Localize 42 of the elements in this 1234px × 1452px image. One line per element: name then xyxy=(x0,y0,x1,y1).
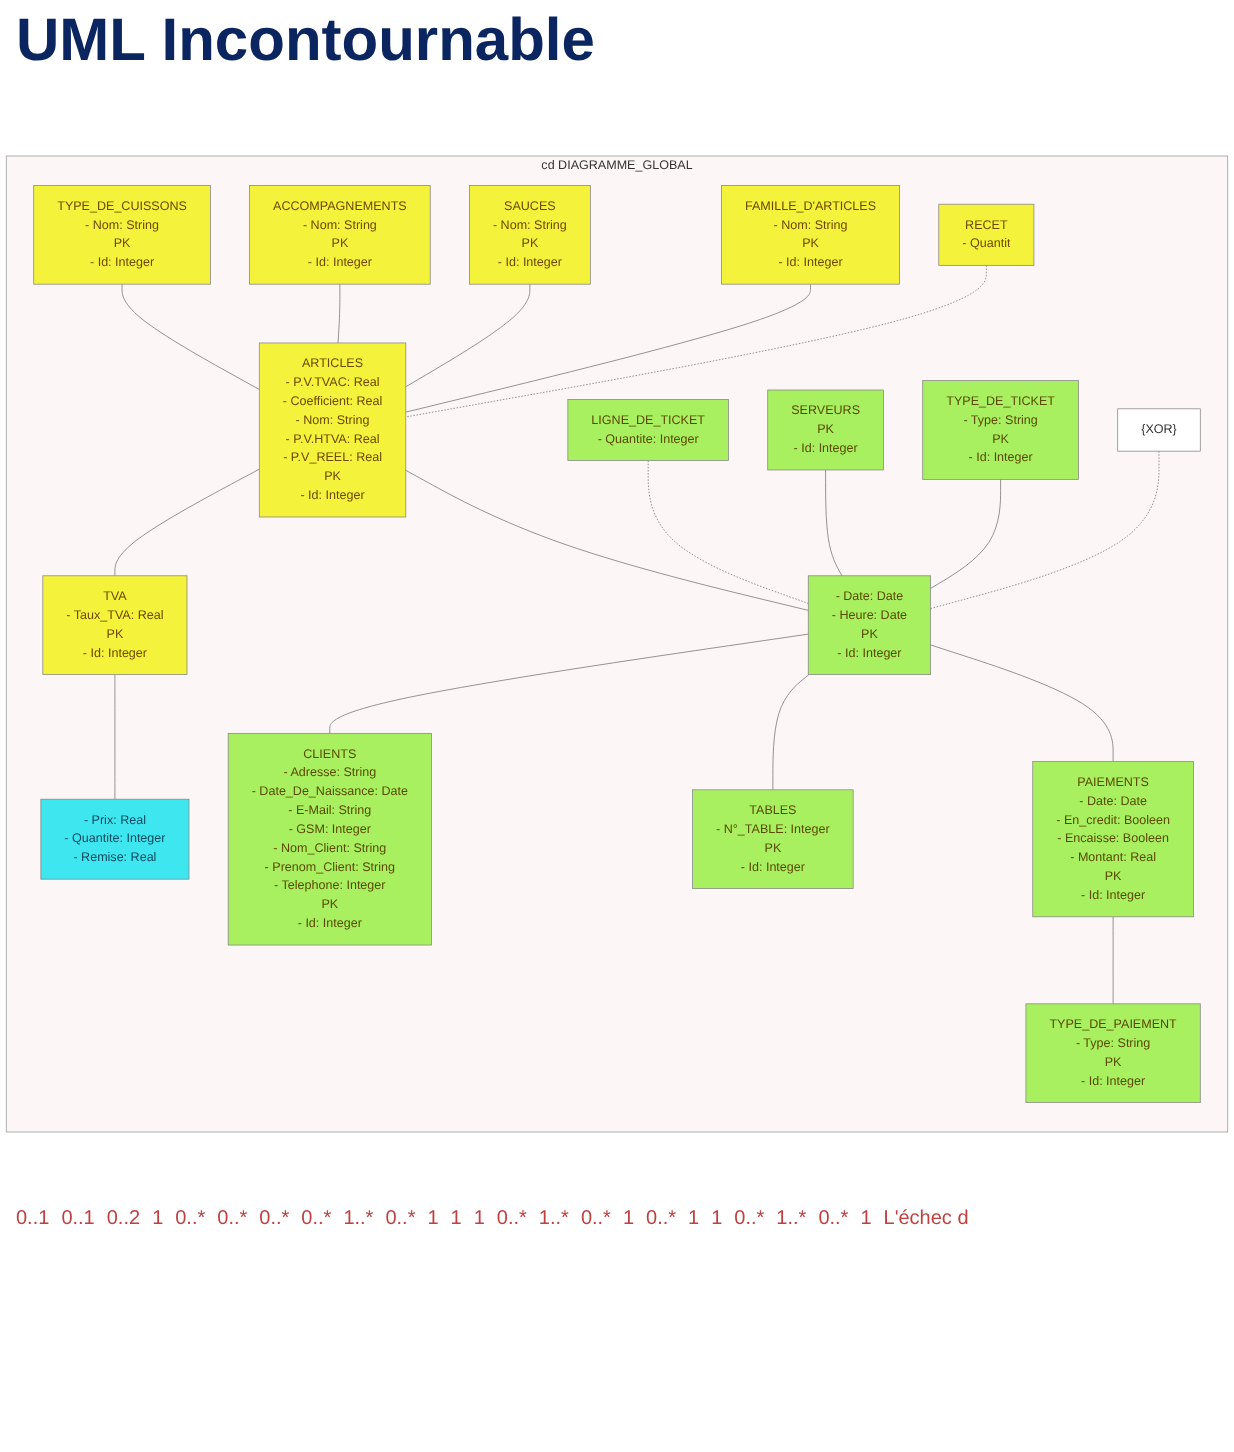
note-label: 1..* xyxy=(538,1208,569,1230)
note-label: 0..* xyxy=(259,1208,290,1230)
note-label: 1 xyxy=(860,1208,872,1230)
note-label: 0..* xyxy=(646,1208,677,1230)
note-label: 0..* xyxy=(217,1208,248,1230)
connector xyxy=(825,469,843,577)
note-label: 1 xyxy=(473,1208,485,1230)
connector xyxy=(329,633,809,734)
note-label: L'échec d xyxy=(883,1208,969,1230)
note-label: 0..2 xyxy=(106,1208,141,1230)
connector xyxy=(930,450,1160,609)
connector xyxy=(405,264,987,418)
connector xyxy=(114,468,260,577)
connector xyxy=(405,283,811,413)
connector xyxy=(1112,916,1114,1005)
note-label: 1 xyxy=(622,1208,635,1230)
note-label: 0..1 xyxy=(16,1208,50,1230)
connector xyxy=(114,674,116,800)
note-label: 1 xyxy=(450,1208,462,1230)
note-label: 1..* xyxy=(776,1208,807,1230)
connector xyxy=(647,460,809,604)
connector xyxy=(772,674,810,791)
note-label: 0..* xyxy=(175,1208,206,1230)
connector xyxy=(930,644,1114,762)
connector xyxy=(405,469,809,611)
connector xyxy=(121,283,260,390)
connector xyxy=(930,479,1001,589)
note-label: 0..* xyxy=(818,1208,849,1230)
note-label: 0..1 xyxy=(61,1208,95,1230)
note-label: 0..* xyxy=(580,1208,611,1230)
note-label: 0..* xyxy=(385,1208,416,1230)
note-label: 1 xyxy=(427,1208,439,1230)
note-label: 0..* xyxy=(496,1208,527,1230)
note-label: 1..* xyxy=(343,1208,374,1230)
note-label: 1 xyxy=(152,1208,164,1230)
note-label: 0..* xyxy=(734,1208,765,1230)
connector xyxy=(405,283,531,388)
note-label: 1 xyxy=(711,1208,723,1230)
title: UML Incontournable xyxy=(16,8,597,76)
note-label: 1 xyxy=(688,1208,700,1230)
connector xyxy=(337,283,341,344)
note-label: 0..* xyxy=(301,1208,332,1230)
